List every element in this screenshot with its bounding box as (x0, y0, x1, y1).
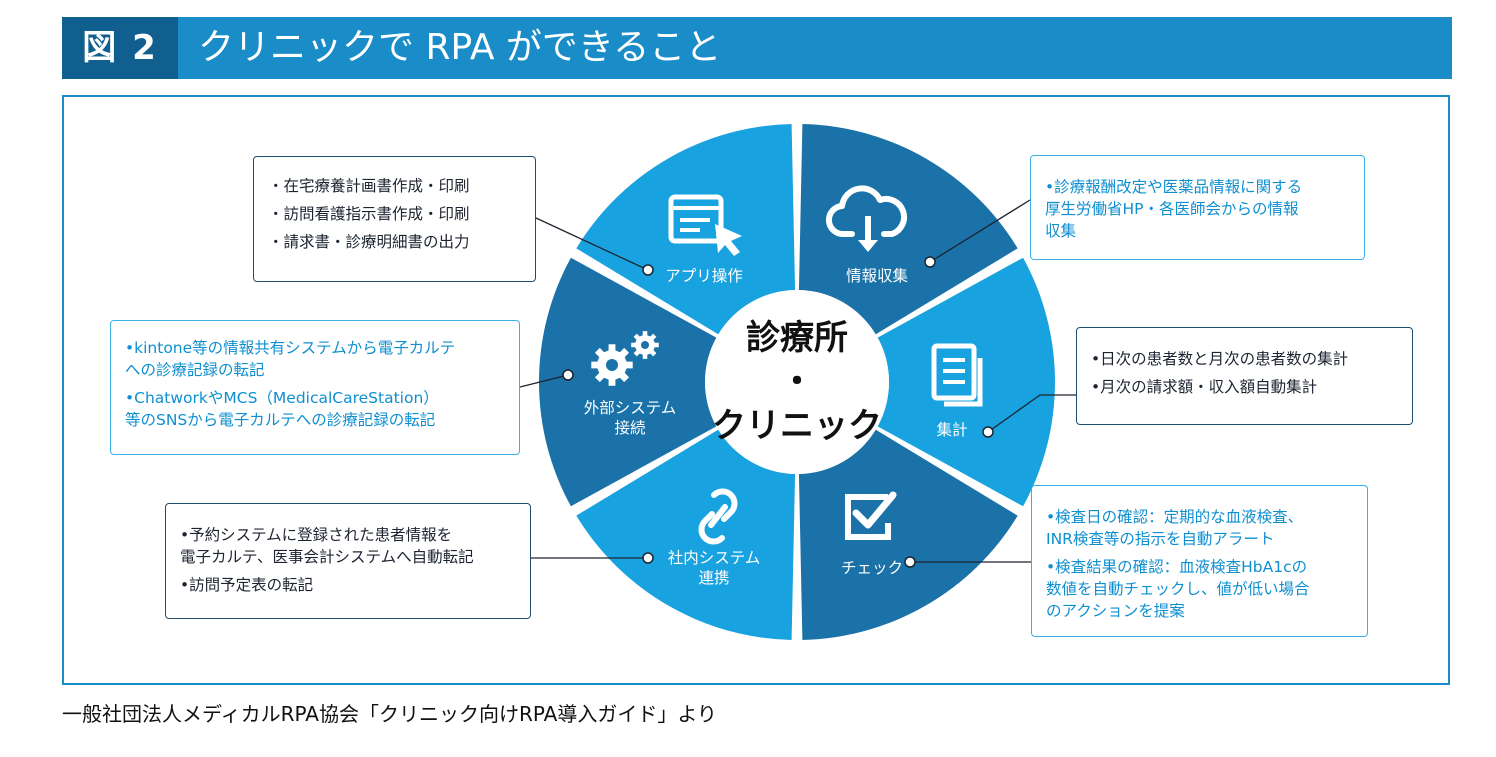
connector-app (535, 217, 649, 271)
box-aggregate-item-1: •日次の患者数と月次の患者数の集計 (1091, 350, 1349, 368)
segment-info (798, 124, 1018, 335)
source-credit: 一般社団法人メディカルRPA協会「クリニック向けRPA導入ガイド」より (62, 702, 717, 726)
figure-header: 図 2 クリニックで RPA ができること (62, 17, 1452, 79)
center-circle (705, 290, 889, 474)
segment-label-aggregate: 集計 (936, 421, 968, 439)
box-app-item-2: ・訪問看護指示書作成・印刷 (268, 205, 470, 223)
box-app-item-3: ・請求書・診療明細書の出力 (268, 233, 470, 251)
connector-lines (519, 199, 1076, 568)
segment-label-external: 外部システム 接続 (583, 399, 677, 437)
connector-dot-aggregate (982, 426, 994, 438)
center-label: 診療所 ・ クリニック (712, 316, 882, 448)
figure-number: 図 2 (62, 17, 178, 79)
box-internal-item-2: •訪問予定表の転記 (180, 576, 314, 594)
connector-dot-app (642, 264, 654, 276)
connector-dot-info (924, 256, 936, 268)
diagram-frame (62, 95, 1450, 685)
box-info-item-1: •診療報酬改定や医薬品情報に関する 厚生労働省HP・各医師会からの情報 収集 (1045, 178, 1303, 240)
box-external-item-1: •kintone等の情報共有システムから電子カルテ への診療記録の転記 (125, 339, 456, 379)
connector-info (929, 199, 1031, 263)
connector-external (519, 374, 569, 388)
checkbox-icon (845, 491, 897, 540)
segment-label-info: 情報収集 (845, 267, 909, 285)
box-internal-item-1: •予約システムに登録された患者情報を 電子カルテ、医事会計システムへ自動転記 (180, 526, 474, 566)
segment-label-check: チェック (840, 559, 904, 577)
gears-icon (591, 331, 659, 386)
segment-icons (591, 185, 983, 545)
documents-icon (931, 343, 983, 407)
connector-dot-internal (642, 552, 654, 564)
box-check-item-2: •検査結果の確認：血液検査HbA1cの 数値を自動チェックし、値が低い場合 のア… (1046, 558, 1310, 620)
segment-external (539, 257, 717, 507)
connector-dot-check (904, 556, 916, 568)
box-check: •検査日の確認：定期的な血液検査、 INR検査等の指示を自動アラート •検査結果… (1031, 485, 1368, 637)
figure-title: クリニックで RPA ができること (198, 27, 722, 68)
center-line-1: 診療所 (746, 318, 848, 358)
box-internal-system: •予約システムに登録された患者情報を 電子カルテ、医事会計システムへ自動転記 •… (165, 503, 531, 619)
connector-dot-external (562, 369, 574, 381)
box-aggregate: •日次の患者数と月次の患者数の集計 •月次の請求額・収入額自動集計 (1076, 327, 1413, 425)
box-info-collection: •診療報酬改定や医薬品情報に関する 厚生労働省HP・各医師会からの情報 収集 (1030, 155, 1365, 260)
box-external-item-2: •ChatworkやMCS（MedicalCareStation） 等のSNSか… (125, 389, 439, 429)
link-icon (698, 488, 738, 545)
app-window-pointer-icon (668, 194, 742, 256)
box-check-item-1: •検査日の確認：定期的な血液検査、 INR検査等の指示を自動アラート (1046, 508, 1304, 548)
cloud-download-icon (825, 185, 907, 252)
segment-aggregate (877, 257, 1055, 507)
box-aggregate-item-2: •月次の請求額・収入額自動集計 (1091, 378, 1318, 396)
center-line-3: クリニック (712, 406, 882, 446)
segment-label-internal: 社内システム 連携 (667, 549, 761, 587)
box-app-item-1: ・在宅療養計画書作成・印刷 (268, 177, 470, 195)
center-line-2: ・ (780, 362, 814, 402)
box-external-system: •kintone等の情報共有システムから電子カルテ への診療記録の転記 •Cha… (110, 320, 520, 455)
segment-label-app: アプリ操作 (665, 267, 743, 285)
box-app-operation: ・在宅療養計画書作成・印刷 ・訪問看護指示書作成・印刷 ・請求書・診療明細書の出… (253, 156, 536, 282)
connector-aggregate (987, 394, 1076, 433)
segment-internal (576, 429, 796, 640)
segment-check (798, 429, 1018, 640)
